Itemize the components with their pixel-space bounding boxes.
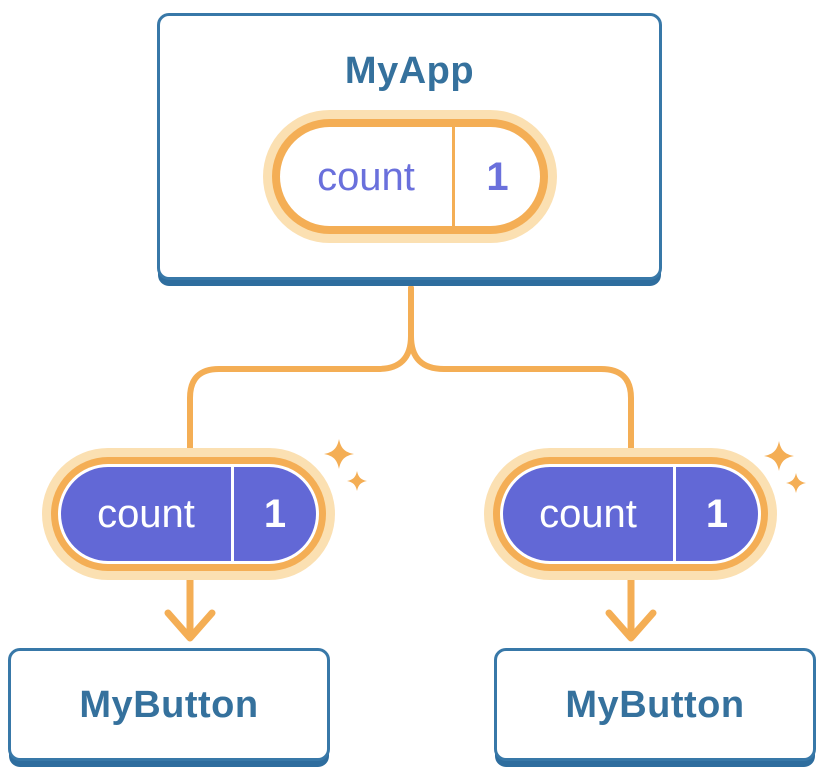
state-name: count	[317, 154, 415, 199]
connector-root-to-left-child	[187, 285, 414, 455]
arrow-down-icon	[605, 574, 657, 642]
state-value: 1	[486, 154, 509, 199]
component-node-mybutton-right: MyButton	[494, 648, 816, 761]
state-pill-root: count 1	[263, 110, 557, 243]
arrow-down-icon	[164, 574, 216, 642]
pill-divider	[231, 467, 234, 561]
connector-root-to-right-child	[408, 285, 634, 455]
prop-pill-right: count 1	[484, 448, 777, 580]
prop-name: count	[539, 492, 637, 536]
component-node-mybutton-left: MyButton	[8, 648, 330, 761]
pill-divider	[452, 127, 455, 226]
pill-divider	[673, 467, 676, 561]
component-title: MyApp	[344, 50, 475, 92]
prop-pill-left: count 1	[42, 448, 335, 580]
component-title: MyButton	[565, 683, 745, 726]
sparkle-icon	[324, 439, 367, 491]
sparkle-icon	[764, 441, 806, 493]
prop-name: count	[97, 492, 195, 536]
prop-value: 1	[263, 492, 287, 536]
prop-value: 1	[705, 492, 729, 536]
component-title: MyButton	[79, 683, 259, 726]
